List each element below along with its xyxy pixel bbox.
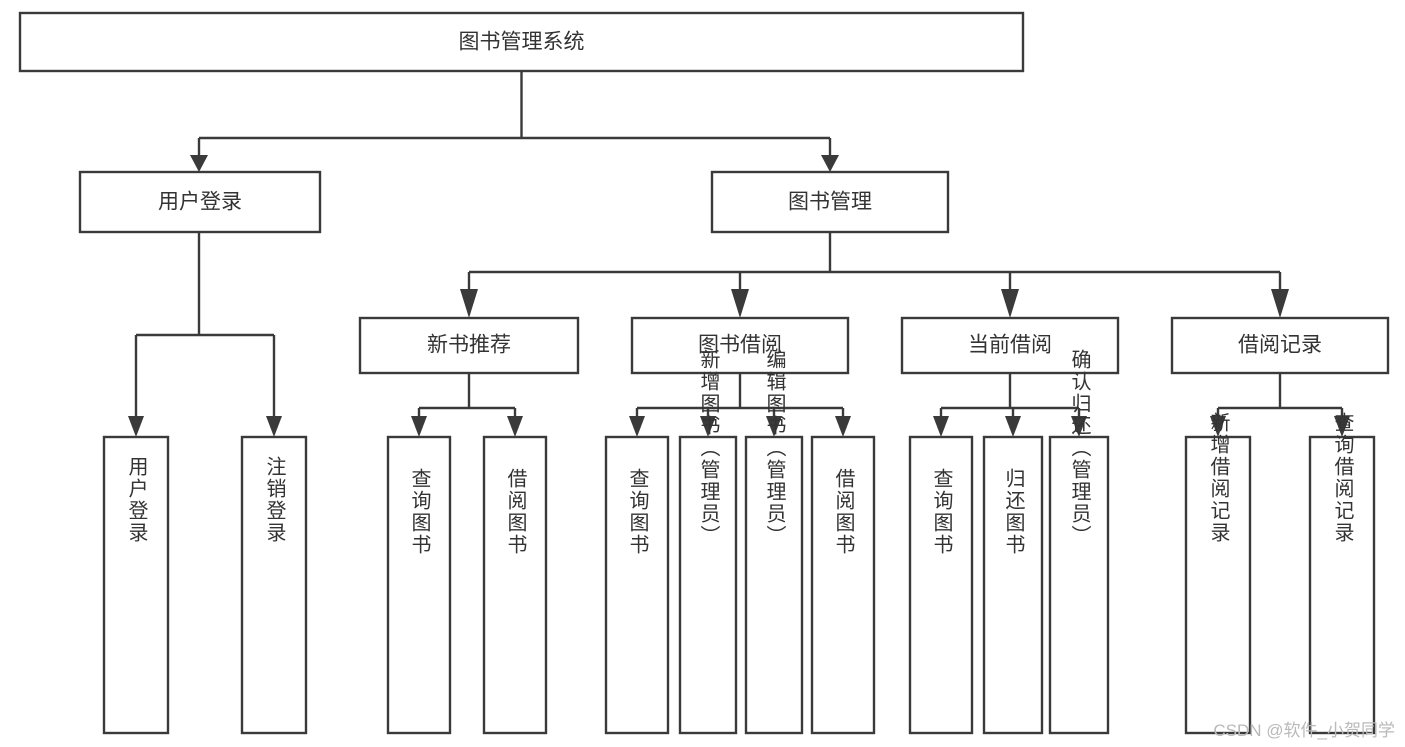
leaf-edit-book-admin[interactable]: 编辑图书（管理员）	[744, 349, 804, 735]
leaf-add-borrow-record[interactable]: 新增借阅记录	[1184, 412, 1252, 735]
leaf-add-book-admin-box[interactable]	[678, 435, 738, 735]
leaf-return-book-box[interactable]	[982, 435, 1044, 735]
node-book-borrow-box[interactable]	[630, 316, 850, 375]
arrow-head-to-book-manage	[821, 155, 839, 172]
node-book-borrow[interactable]: 图书借阅	[630, 316, 850, 375]
leaf-user-login-box[interactable]	[102, 435, 170, 735]
leaf-add-borrow-record-box[interactable]	[1184, 435, 1252, 735]
leaf-query-book-borrow[interactable]: 查询图书	[604, 435, 670, 735]
leaf-user-login-label: 用户登录	[125, 456, 148, 544]
leaf-query-book-borrow-box[interactable]	[604, 435, 670, 735]
connector-group-user-login	[128, 232, 282, 437]
leaf-confirm-return-admin-label: 确认归还（管理员）	[1068, 349, 1091, 547]
node-borrow-records-box[interactable]	[1170, 316, 1390, 375]
leaf-query-book-recommend-label: 查询图书	[408, 468, 431, 556]
node-new-book-recommend-label: 新书推荐	[427, 334, 511, 357]
leaf-logout-label: 注销登录	[263, 456, 286, 544]
arrow-head-newbook-leaf-2	[507, 416, 523, 437]
leaf-add-book-admin[interactable]: 新增图书（管理员）	[678, 349, 738, 735]
arrow-head-level2-1	[460, 289, 478, 318]
leaf-borrow-book-borrow[interactable]: 借阅图书	[810, 435, 876, 735]
node-current-borrow[interactable]: 当前借阅	[900, 316, 1120, 375]
leaf-return-book[interactable]: 归还图书	[982, 435, 1044, 735]
node-root-label: 图书管理系统	[459, 31, 585, 54]
leaf-logout-box[interactable]	[240, 435, 308, 735]
connector-group-current-borrow	[933, 373, 1087, 437]
node-borrow-records[interactable]: 借阅记录	[1170, 316, 1390, 375]
node-new-book-recommend-box[interactable]	[358, 316, 580, 375]
leaf-borrow-book-recommend-box[interactable]	[482, 435, 548, 735]
leaf-query-book-recommend[interactable]: 查询图书	[386, 435, 452, 735]
leaf-query-borrow-record-box[interactable]	[1308, 435, 1376, 735]
leaf-edit-book-admin-box[interactable]	[744, 435, 804, 735]
leaf-borrow-book-borrow-label: 借阅图书	[832, 468, 855, 556]
arrow-head-current-leaf-2	[1005, 416, 1021, 437]
leaf-edit-book-admin-label: 编辑图书（管理员）	[763, 349, 786, 547]
connector-group-borrow	[629, 373, 851, 437]
leaf-query-borrow-record[interactable]: 查询借阅记录	[1308, 412, 1376, 735]
connector-group-book-manage	[460, 232, 1289, 318]
csdn-watermark: CSDN @软件_小贺同学	[1213, 721, 1395, 740]
leaf-borrow-book-recommend[interactable]: 借阅图书	[482, 435, 548, 735]
leaf-confirm-return-admin[interactable]: 确认归还（管理员）	[1048, 349, 1110, 735]
leaf-return-book-label: 归还图书	[1002, 468, 1025, 556]
connector-group-new-book	[411, 373, 523, 437]
arrow-head-level2-2	[731, 289, 749, 318]
leaf-logout[interactable]: 注销登录	[240, 435, 308, 735]
leaf-add-book-admin-label: 新增图书（管理员）	[697, 349, 720, 547]
arrow-head-borrow-leaf-3	[766, 416, 782, 437]
node-book-management[interactable]: 图书管理	[710, 170, 950, 234]
connector-group-root	[190, 71, 839, 172]
arrow-head-current-leaf-1	[933, 416, 949, 437]
arrow-head-records-leaf-2	[1334, 416, 1350, 437]
node-root-box[interactable]	[18, 11, 1025, 73]
leaf-query-borrow-record-label: 查询借阅记录	[1331, 412, 1354, 544]
leaf-query-book-borrow-label: 查询图书	[626, 468, 649, 556]
leaf-query-book-current-label: 查询图书	[930, 468, 953, 556]
node-current-borrow-box[interactable]	[900, 316, 1120, 375]
leaf-borrow-book-borrow-box[interactable]	[810, 435, 876, 735]
leaf-borrow-book-recommend-label: 借阅图书	[504, 468, 527, 556]
leaf-confirm-return-admin-box[interactable]	[1048, 435, 1110, 735]
arrow-head-level2-4	[1271, 289, 1289, 318]
node-current-borrow-label: 当前借阅	[968, 334, 1052, 357]
arrow-head-user-leaf-1	[128, 416, 144, 437]
node-borrow-records-label: 借阅记录	[1238, 334, 1322, 357]
arrow-head-current-leaf-3	[1071, 416, 1087, 437]
arrow-head-user-leaf-2	[266, 416, 282, 437]
node-root[interactable]: 图书管理系统	[18, 11, 1025, 73]
arrow-head-records-leaf-1	[1210, 416, 1226, 437]
leaf-query-book-current-box[interactable]	[908, 435, 974, 735]
arrow-head-newbook-leaf-1	[411, 416, 427, 437]
node-book-management-label: 图书管理	[788, 191, 872, 214]
arrow-head-borrow-leaf-4	[835, 416, 851, 437]
arrow-head-level2-3	[1001, 289, 1019, 318]
node-user-login-box[interactable]	[78, 170, 322, 234]
leaf-add-borrow-record-label: 新增借阅记录	[1207, 412, 1230, 544]
arrow-head-to-user-login	[190, 155, 208, 172]
arrow-head-borrow-leaf-2	[700, 416, 716, 437]
node-user-login[interactable]: 用户登录	[78, 170, 322, 234]
node-user-login-label: 用户登录	[158, 191, 242, 214]
node-book-borrow-label: 图书借阅	[698, 334, 782, 357]
leaf-query-book-recommend-box[interactable]	[386, 435, 452, 735]
arrow-head-borrow-leaf-1	[629, 416, 645, 437]
leaf-query-book-current[interactable]: 查询图书	[908, 435, 974, 735]
node-new-book-recommend[interactable]: 新书推荐	[358, 316, 580, 375]
leaf-user-login[interactable]: 用户登录	[102, 435, 170, 735]
node-book-management-box[interactable]	[710, 170, 950, 234]
connector-group-records	[1210, 373, 1350, 437]
